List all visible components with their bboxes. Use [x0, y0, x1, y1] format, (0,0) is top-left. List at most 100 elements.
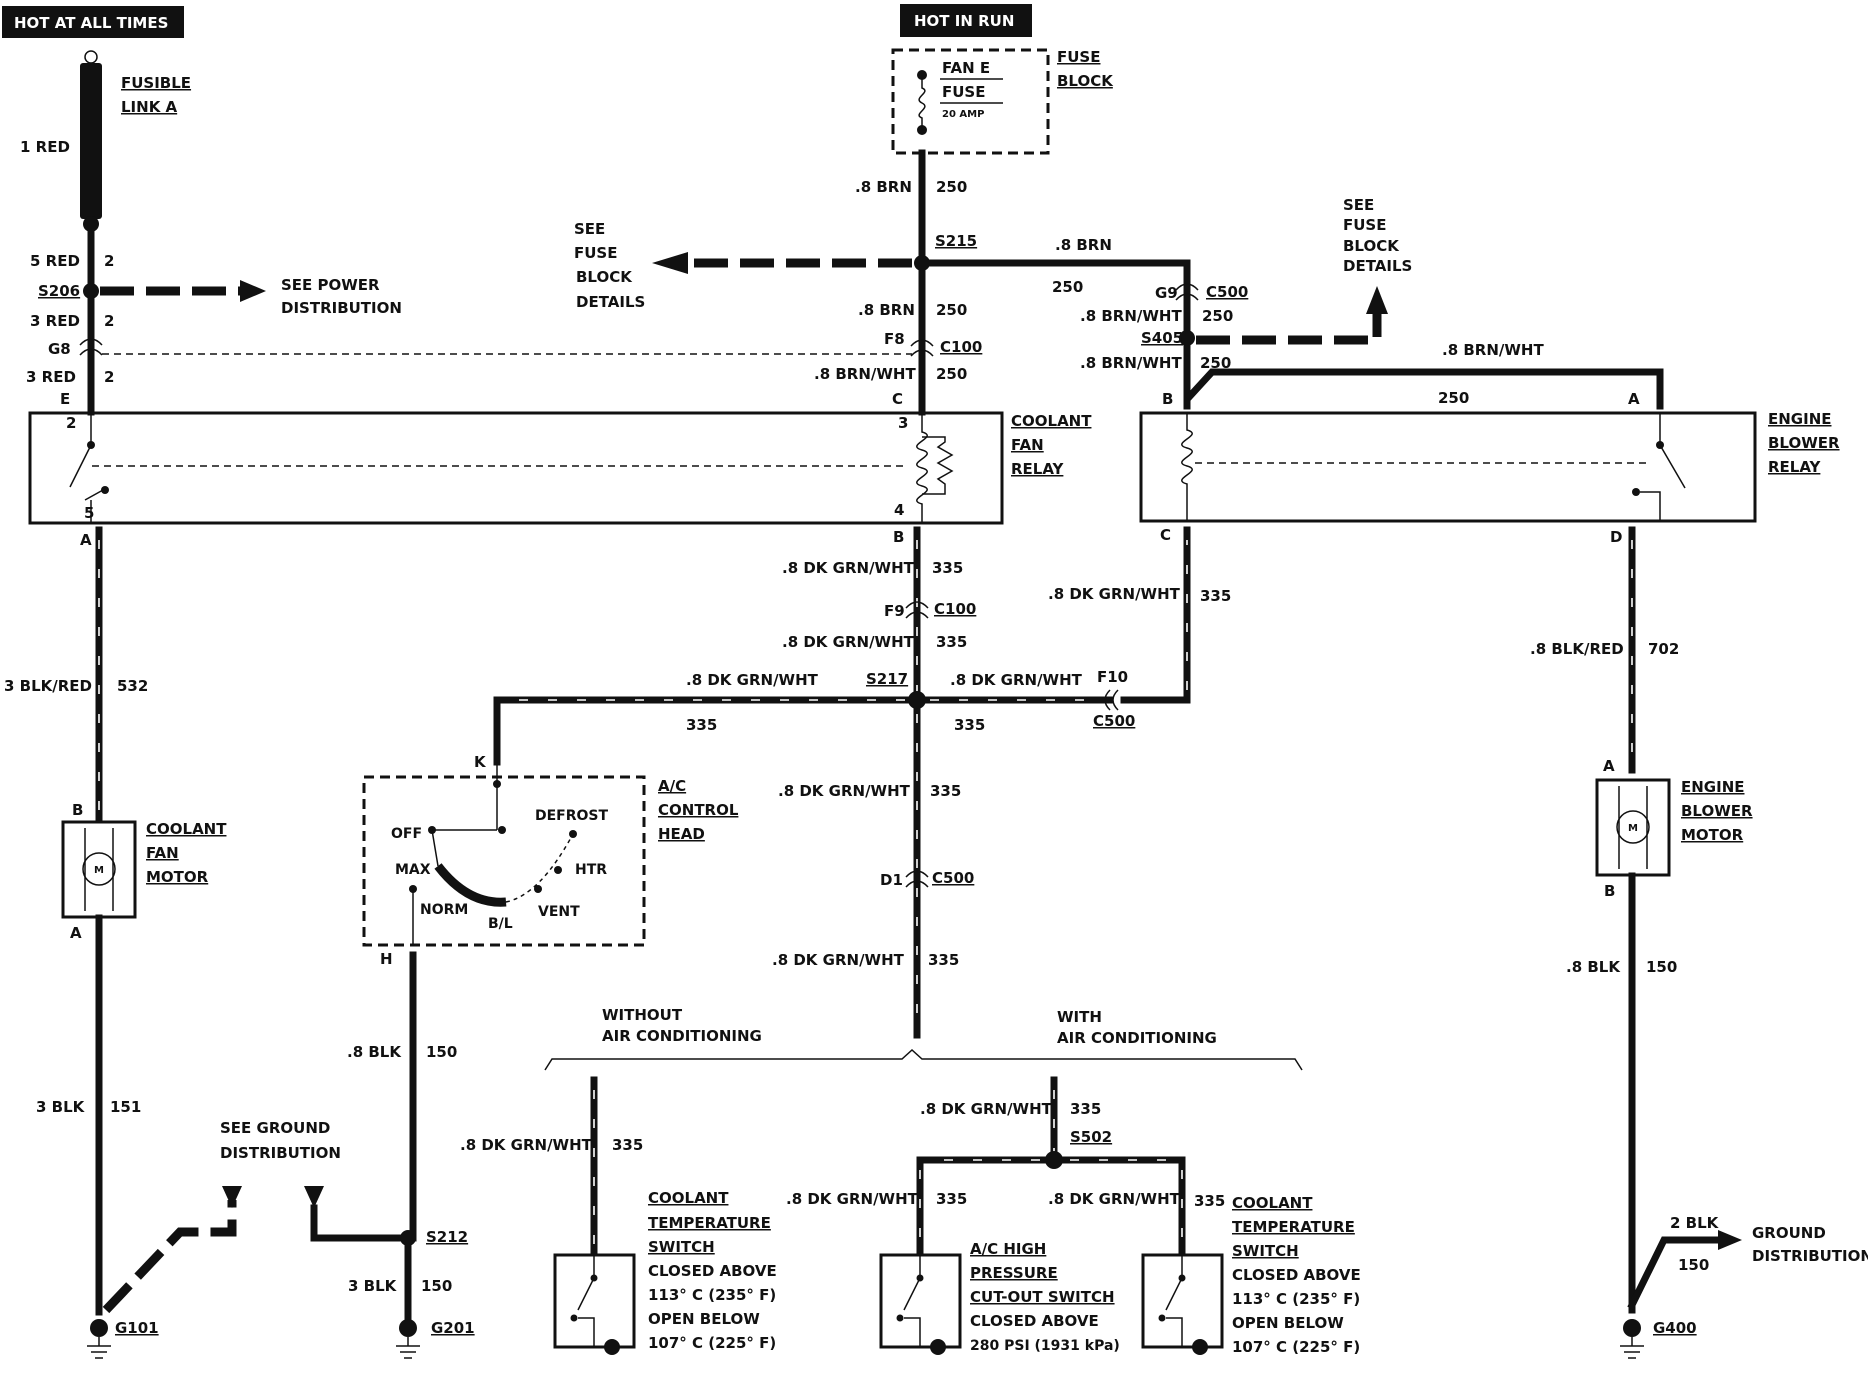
ground-g400-dot: [1623, 1319, 1641, 1337]
connector-g8-label: G8: [48, 340, 71, 358]
pin-h-label: H: [380, 950, 393, 968]
pin-d-label: D: [1610, 528, 1622, 546]
pin-a-label-fan-motor: A: [70, 924, 82, 942]
circuit-335-label-g: 335: [1200, 587, 1231, 605]
circuit-250-label-f: 250: [1200, 354, 1231, 372]
ground-distribution-label-1: GROUND: [1752, 1224, 1826, 1242]
ac-control-head-label-3: HEAD: [658, 825, 705, 843]
pin-k-label: K: [474, 753, 487, 771]
ac-position-defrost: DEFROST: [535, 808, 609, 824]
splice-s502-dot: [1045, 1151, 1063, 1169]
circuit-250-label-e: 250: [1202, 307, 1233, 325]
splice-s212-label: S212: [426, 1228, 468, 1246]
ac-control-head-label-2: CONTROL: [658, 801, 739, 819]
pin-c-label-left: C: [892, 390, 903, 408]
wire-1-red-label: 1 RED: [20, 138, 70, 156]
circuit-2-label-c: 2: [104, 368, 114, 386]
wire-brn-label-a: .8 BRN: [855, 178, 912, 196]
coolant-temp-switch-without-ac: .8 DK GRN/WHT 335 COOLANT TEMPERATURE SW…: [460, 1076, 777, 1355]
circuit-335-label-h: 335: [612, 1136, 643, 1154]
see-ground-label-2: DISTRIBUTION: [220, 1144, 341, 1162]
coolant-temp-switch-b-spec-1: CLOSED ABOVE: [1232, 1266, 1361, 1284]
see-fuse-right-label-2: FUSE: [1343, 216, 1386, 234]
ground-distribution-label-2: DISTRIBUTION: [1752, 1247, 1868, 1265]
hot-at-all-times-tag: HOT AT ALL TIMES: [2, 6, 184, 38]
coolant-temp-switch-b-spec-3: OPEN BELOW: [1232, 1314, 1344, 1332]
coolant-fan-relay-label-3: RELAY: [1011, 460, 1065, 478]
engine-blower-relay-label-3: RELAY: [1768, 458, 1822, 476]
splice-s217-dot: [908, 691, 926, 709]
wire-dk-grn-wht-label-j: .8 DK GRN/WHT: [786, 1190, 919, 1208]
wire-3-blk-label-a: 3 BLK: [36, 1098, 86, 1116]
air-conditioning-split-bracket: WITHOUT AIR CONDITIONING WITH AIR CONDIT…: [544, 1006, 1303, 1071]
coolant-temp-switch-b-spec-2: 113° C (235° F): [1232, 1290, 1360, 1308]
fusible-link-a: FUSIBLE LINK A 1 RED: [20, 50, 191, 232]
splice-s405-dot: [1179, 330, 1195, 346]
connector-f8-label: F8: [884, 330, 905, 348]
coolant-fan-motor-branch: A 3 BLK/RED 532 B M COOLANT FAN MOTOR A …: [4, 526, 242, 1359]
circuit-335-label-i: 335: [1070, 1100, 1101, 1118]
ac-position-norm: NORM: [420, 902, 468, 918]
coolant-temp-switch-a-label-2: TEMPERATURE: [648, 1214, 771, 1232]
engine-blower-motor-branch: .8 BLK/RED 702 A M ENGINE BLOWER MOTOR B…: [1530, 526, 1868, 1359]
ac-control-head-label-1: A/C: [658, 777, 686, 795]
wire-2-blk-label: 2 BLK: [1670, 1214, 1720, 1232]
pin-3-label: 3: [898, 414, 908, 432]
hot-in-run-tag: HOT IN RUN: [900, 4, 1032, 37]
circuit-335-label-k: 335: [1194, 1192, 1225, 1210]
circuit-335-label-d: 335: [928, 951, 959, 969]
wire-brn-wht-label-d: .8 BRN/WHT: [1442, 341, 1544, 359]
pin-4-label: 4: [894, 501, 904, 519]
connector-c500-label-a: C500: [1206, 283, 1248, 301]
hot-in-run-text: HOT IN RUN: [914, 12, 1014, 30]
ac-pressure-switch-spec-1: CLOSED ABOVE: [970, 1312, 1099, 1330]
coolant-temp-switch-b-label-3: SWITCH: [1232, 1242, 1299, 1260]
circuit-150-label-b: 150: [426, 1043, 457, 1061]
coolant-temp-switch-b-label-2: TEMPERATURE: [1232, 1218, 1355, 1236]
see-fuse-right-label-4: DETAILS: [1343, 257, 1412, 275]
circuit-2-label-b: 2: [104, 312, 114, 330]
fusible-link-label-1: FUSIBLE: [121, 74, 191, 92]
ac-position-off: OFF: [391, 826, 422, 842]
circuit-702-label: 702: [1648, 640, 1679, 658]
wire-dk-grn-wht-label-h: .8 DK GRN/WHT: [460, 1136, 593, 1154]
pin-a-label-blower-motor: A: [1603, 757, 1615, 775]
see-fuse-right-label-1: SEE: [1343, 196, 1374, 214]
circuit-532-label: 532: [117, 677, 148, 695]
ac-position-max: MAX: [395, 862, 431, 878]
splice-s502-label: S502: [1070, 1128, 1112, 1146]
with-ac-label-1: WITH: [1057, 1008, 1102, 1026]
circuit-335-label-c: 335: [930, 782, 961, 800]
circuit-250-label-b: 250: [936, 301, 967, 319]
circuit-335-label-f: 335: [954, 716, 985, 734]
ac-position-vent: VENT: [538, 904, 580, 920]
fusible-link-label-2: LINK A: [121, 98, 178, 116]
connector-c100-label-a: C100: [940, 338, 982, 356]
circuit-335-label-a: 335: [932, 559, 963, 577]
pin-a-label-left-relay: A: [80, 531, 92, 549]
connector-g9-label: G9: [1155, 284, 1178, 302]
wire-dk-grn-wht-label-f: .8 DK GRN/WHT: [950, 671, 1083, 689]
circuit-250-label-a: 250: [936, 178, 967, 196]
without-ac-label-1: WITHOUT: [602, 1006, 683, 1024]
splice-s405-label: S405: [1141, 329, 1183, 347]
wire-brn-wht-label-b: .8 BRN/WHT: [1080, 307, 1182, 325]
wire-brn-wht-label-a: .8 BRN/WHT: [814, 365, 916, 383]
connector-c100-label-b: C100: [934, 600, 976, 618]
see-fuse-left-label-3: BLOCK: [576, 268, 633, 286]
coolant-temp-switch-a-spec-1: CLOSED ABOVE: [648, 1262, 777, 1280]
without-ac-label-2: AIR CONDITIONING: [602, 1027, 762, 1045]
ac-pressure-switch-label-2: PRESSURE: [970, 1264, 1058, 1282]
wire-dk-grn-wht-label-a: .8 DK GRN/WHT: [782, 559, 915, 577]
connector-c500-label-c: C500: [1093, 712, 1135, 730]
wire-brn-label-b: .8 BRN: [858, 301, 915, 319]
splice-s206-dot: [83, 283, 99, 299]
ac-pressure-switch-spec-2: 280 PSI (1931 kPa): [970, 1338, 1120, 1354]
coolant-fan-motor-label-2: FAN: [146, 844, 179, 862]
connector-f9-label: F9: [884, 602, 905, 620]
circuit-335-label-j: 335: [936, 1190, 967, 1208]
circuit-150-label-c: 150: [1646, 958, 1677, 976]
wire-brn-wht-label-c: .8 BRN/WHT: [1080, 354, 1182, 372]
fan-fuse-label-3: 20 AMP: [942, 109, 984, 120]
circuit-250-label-d: 250: [1052, 278, 1083, 296]
